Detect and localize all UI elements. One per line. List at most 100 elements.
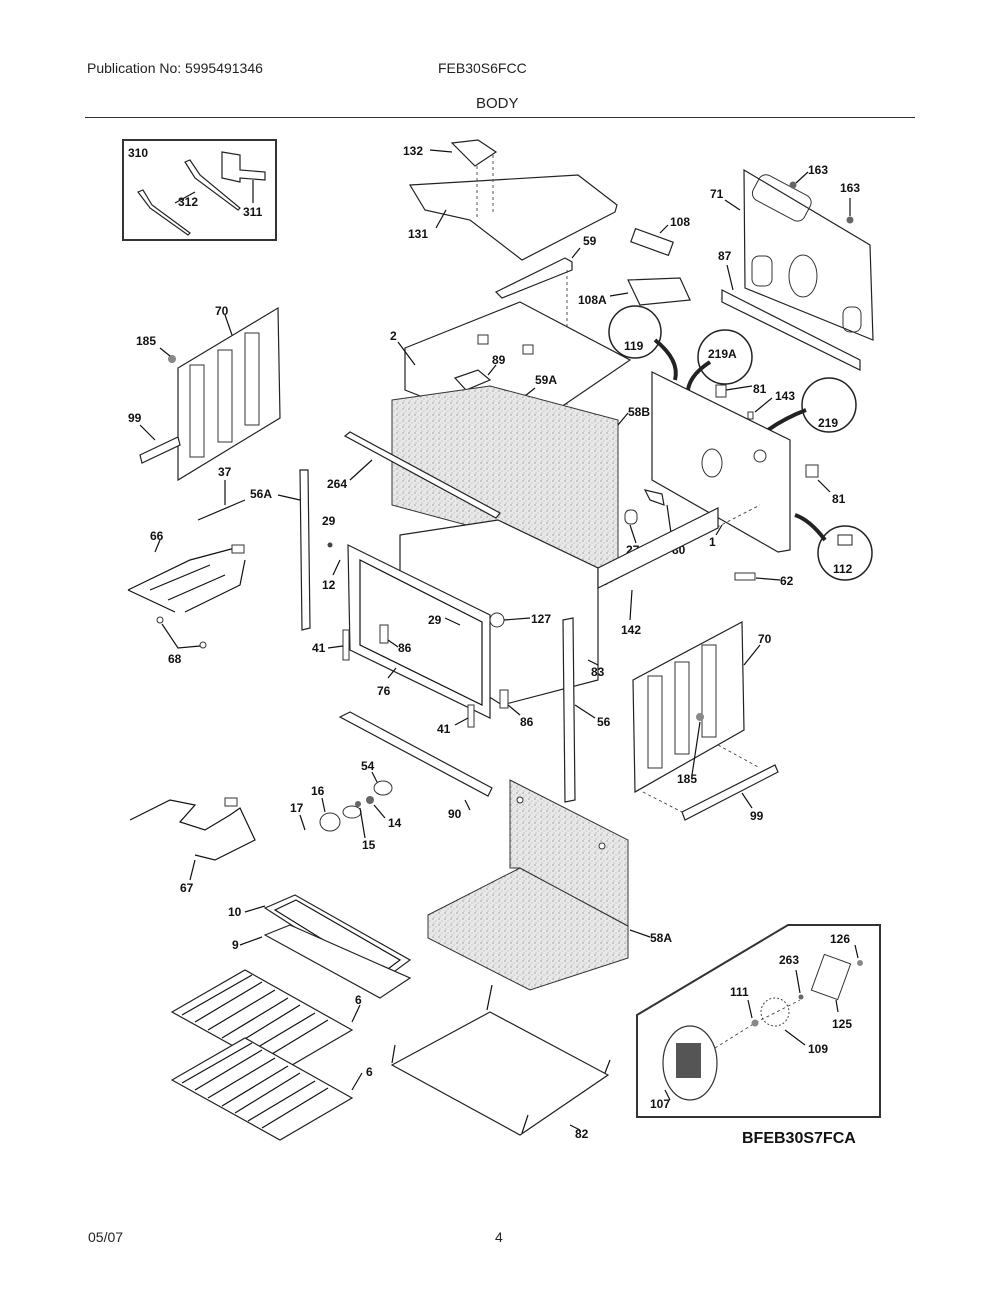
part-group-broil-element: 66 68 (127, 529, 246, 666)
part-264 (343, 431, 501, 519)
callout-41-a: 41 (312, 641, 326, 655)
part-group-top-cover: 132 131 (403, 139, 618, 261)
callout-54: 54 (361, 759, 375, 773)
part-86-a (379, 624, 389, 644)
part-67 (129, 799, 256, 861)
part-263 (798, 994, 804, 1000)
part-group-left-small: 37 29 12 41 86 41 86 (197, 465, 534, 736)
callout-125: 125 (832, 1017, 852, 1031)
inset-frame (122, 139, 277, 241)
part-56 (562, 617, 576, 803)
leader-312 (174, 191, 196, 204)
callout-2: 2 (390, 329, 397, 343)
callout-6-a: 6 (355, 993, 362, 1007)
header-rule (85, 117, 915, 118)
callout-143: 143 (775, 389, 795, 403)
part-109 (760, 997, 790, 1027)
callout-219: 219 (818, 416, 838, 430)
arrow-219A (686, 360, 712, 391)
callout-81-b: 81 (832, 492, 846, 506)
page-number: 4 (495, 1229, 503, 1245)
callout-70-a: 70 (215, 304, 229, 318)
part-185-a (168, 355, 176, 363)
callout-119: 119 (624, 339, 644, 353)
part-group-108: 108 108A (578, 215, 691, 307)
callout-99-a: 99 (128, 411, 142, 425)
part-312-support-upper (184, 159, 241, 211)
inset-convection-fan: 107 111 109 263 125 126 (636, 924, 881, 1118)
part-group-right-side-panel: 70 185 99 (632, 621, 779, 823)
part-107-grille (676, 1043, 701, 1078)
callout-76: 76 (377, 684, 391, 698)
callout-86-a: 86 (398, 641, 412, 655)
part-group-light: 54 16 17 14 15 (290, 759, 402, 852)
callout-108: 108 (670, 215, 690, 229)
part-71 (743, 168, 874, 341)
callout-83: 83 (591, 665, 605, 679)
callout-29-b: 29 (428, 613, 442, 627)
callout-163-b: 163 (840, 181, 860, 195)
part-6-lower (170, 1037, 354, 1141)
callout-108A: 108A (578, 293, 607, 307)
callout-86-b: 86 (520, 715, 534, 729)
callout-89: 89 (492, 353, 506, 367)
callout-59: 59 (583, 234, 597, 248)
callout-17: 17 (290, 801, 304, 815)
callout-82: 82 (575, 1127, 589, 1141)
callout-circle-119 (608, 305, 662, 359)
part-108 (630, 227, 674, 257)
part-15 (355, 801, 361, 807)
callout-163-a: 163 (808, 163, 828, 177)
part-108A (627, 277, 691, 306)
callout-67: 67 (180, 881, 194, 895)
callout-9: 9 (232, 938, 239, 952)
callout-185-a: 185 (136, 334, 156, 348)
part-1 (651, 371, 791, 553)
callout-14: 14 (388, 816, 402, 830)
part-70-left (177, 306, 281, 482)
part-76-door-frame (347, 544, 491, 719)
callout-37: 37 (218, 465, 232, 479)
part-163-b (846, 216, 854, 224)
callout-10: 10 (228, 905, 242, 919)
part-56A (299, 469, 311, 631)
callout-66: 66 (150, 529, 164, 543)
callout-29-a: 29 (322, 514, 336, 528)
callout-81-a: 81 (753, 382, 767, 396)
callout-circle-219A (697, 329, 753, 385)
part-81-b (805, 464, 819, 478)
callout-16: 16 (311, 784, 325, 798)
part-66 (127, 547, 246, 613)
callout-219A: 219A (708, 347, 737, 361)
callout-58B: 58B (628, 405, 650, 419)
part-89 (453, 369, 492, 391)
callout-circle-112 (817, 525, 873, 581)
part-80 (643, 489, 665, 506)
callout-56: 56 (597, 715, 611, 729)
callout-1: 1 (709, 535, 716, 549)
part-127 (489, 612, 505, 628)
part-59 (494, 257, 573, 299)
part-14 (366, 796, 374, 804)
callout-12: 12 (322, 578, 336, 592)
part-group-back-panel: 163 163 71 87 (710, 163, 874, 371)
arrow-219 (766, 408, 807, 432)
part-143 (747, 411, 754, 420)
part-81-a (715, 384, 727, 398)
callout-70-b: 70 (758, 632, 772, 646)
callout-62: 62 (780, 574, 794, 588)
part-group-thermostats: 119 219A 219 112 (608, 305, 873, 581)
part-9 (263, 924, 412, 999)
part-90 (338, 711, 493, 797)
callout-87: 87 (718, 249, 732, 263)
part-86-b (499, 689, 509, 709)
footer-date: 05/07 (88, 1229, 124, 1245)
part-142 (597, 507, 719, 589)
callout-126: 126 (830, 932, 850, 946)
part-99-right (681, 764, 779, 821)
callout-310: 310 (128, 146, 148, 160)
part-41-b (467, 704, 475, 728)
part-62 (734, 572, 756, 581)
callout-263: 263 (779, 953, 799, 967)
